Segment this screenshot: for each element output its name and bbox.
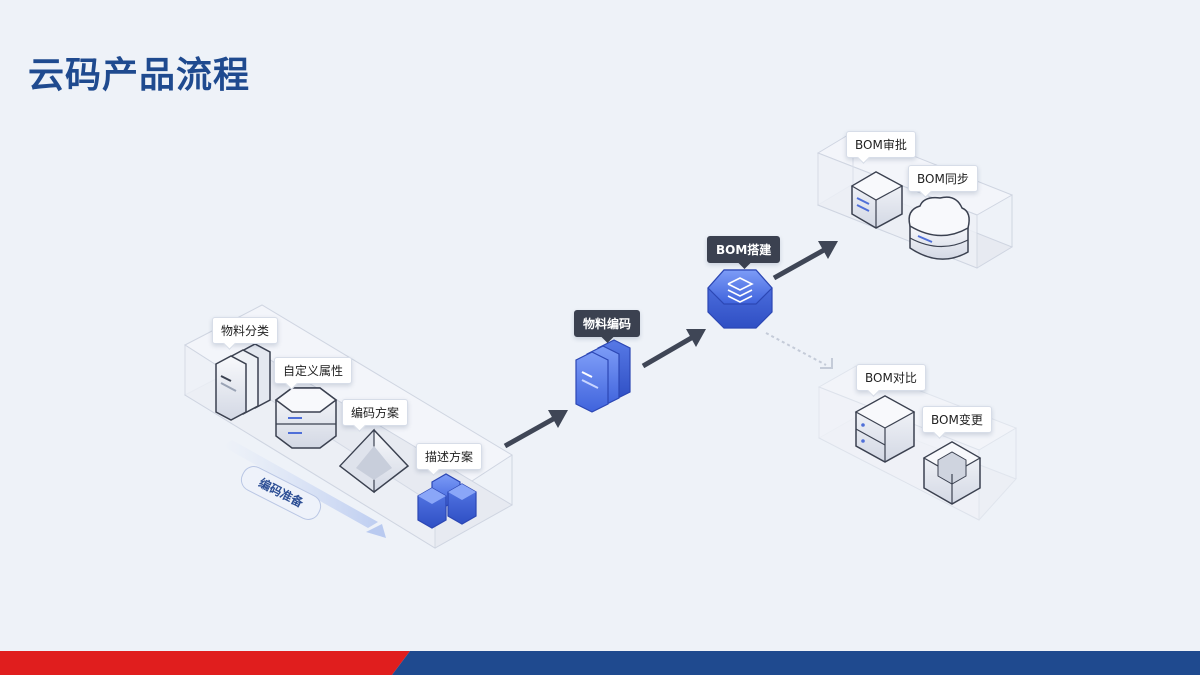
label-material-category: 物料分类 xyxy=(212,317,279,344)
label-bom-approval: BOM审批 xyxy=(846,131,916,158)
label-material-code: 物料编码 xyxy=(574,310,641,337)
flow-arrow-1 xyxy=(503,410,568,449)
hollow-cube-icon xyxy=(922,441,982,505)
label-custom-attributes: 自定义属性 xyxy=(274,357,353,384)
label-bom-sync: BOM同步 xyxy=(908,165,978,192)
flow-arrow-2 xyxy=(641,329,706,369)
blue-hexagon-layers-icon xyxy=(707,269,773,329)
stacked-files-icon xyxy=(215,343,271,421)
flow-arrow-dashed xyxy=(765,332,833,369)
label-bom-compare: BOM对比 xyxy=(856,364,926,391)
flow-arrow-3 xyxy=(772,241,838,281)
cube-doc-icon xyxy=(850,171,904,229)
prep-stage-streak xyxy=(222,440,386,538)
hexagon-server-icon xyxy=(274,387,338,449)
label-coding-scheme: 编码方案 xyxy=(342,399,409,426)
footer-bar xyxy=(0,651,1200,675)
blue-files-icon xyxy=(575,339,631,413)
honeycomb-icon xyxy=(417,473,477,529)
page-title: 云码产品流程 xyxy=(28,55,251,96)
label-bom-change: BOM变更 xyxy=(922,406,992,433)
label-description-scheme: 描述方案 xyxy=(416,443,483,470)
label-bom-build: BOM搭建 xyxy=(707,236,781,263)
cloud-storage-icon xyxy=(908,196,970,260)
server-cube-icon xyxy=(854,395,916,463)
pyramid-icon xyxy=(338,428,410,494)
